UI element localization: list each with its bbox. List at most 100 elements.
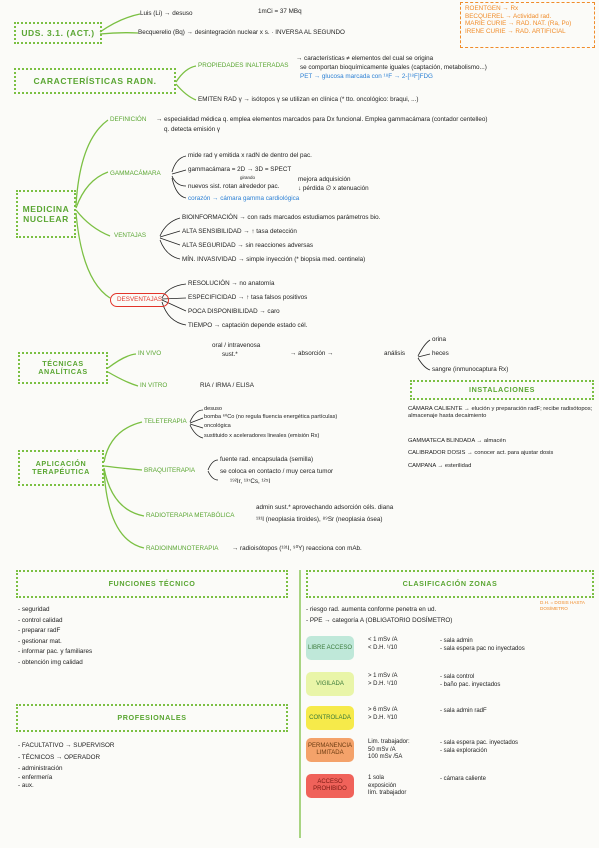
profesional-item: - aux.: [18, 782, 34, 789]
funciones-title: FUNCIONES TÉCNICO: [16, 570, 288, 598]
in-vivo-label: IN VIVO: [138, 350, 162, 357]
analisis-item: heces: [432, 350, 449, 357]
analisis-item: orina: [432, 336, 447, 343]
desventaja-item: ESPECIFICIDAD → ↑ tasa falsos positivos: [188, 294, 308, 301]
zonas-intro: - PPE → categoría A (OBLIGATORIO DOSÍMET…: [306, 617, 453, 624]
conversion-note: 1mCi = 37 MBq: [258, 8, 302, 15]
propiedades-line: → características ≠ elementos del cual s…: [296, 55, 434, 62]
funcion-item: - informar pac. y familiares: [18, 648, 93, 655]
definicion-text: → especialidad médica q. emplea elemento…: [156, 116, 488, 123]
units-history-item: ROENTGEN → Rx: [465, 5, 519, 12]
metabolica-label: RADIOTERAPIA METABÓLICA: [146, 512, 235, 519]
gammacamara-line: corazón → cámara gamma cardiológica: [188, 195, 300, 202]
instalaciones-title: INSTALACIONES: [410, 380, 594, 400]
instalaciones-item: CAMPANA → esterilidad: [408, 463, 472, 469]
propiedades-line: se comportan bioquímicamente iguales (ca…: [300, 64, 487, 71]
becquerel-note: Becquerelio (Bq) → desintegración nuclea…: [138, 29, 345, 36]
metabolica-line: ¹³¹I (neoplasia tiroides), ⁸⁹Sr (neoplas…: [256, 516, 383, 523]
profesionales-list: - FACULTATIVO → SUPERVISOR - TÉCNICOS → …: [18, 742, 114, 791]
caracteristicas-title: CARACTERÍSTICAS RADN.: [14, 68, 176, 94]
braquiterapia-label: BRAQUITERAPIA: [144, 467, 196, 474]
desventaja-item: POCA DISPONIBILIDAD → caro: [188, 308, 280, 315]
absorcion: → absorción →: [290, 350, 334, 357]
zone-limits: Lim. trabajador: 50 mSv /A 100 mSv /5A: [368, 739, 410, 760]
instalaciones-item: CALIBRADOR DOSIS → conocer act. para aju…: [408, 450, 554, 456]
zone-label: CONTROLADA: [306, 706, 354, 730]
gammacamara-line: mejora adquisición: [298, 176, 351, 183]
zone-label: VIGILADA: [306, 672, 354, 696]
vitro-items: RIA / IRMA / ELISA: [200, 382, 254, 389]
zone-description: - sala admin - sala espera pac no inyect…: [440, 638, 525, 652]
teleterapia-label: TELETERAPIA: [144, 418, 187, 425]
aplicacion-title: APLICACIÓN TERAPÉUTICA: [18, 450, 104, 486]
desventajas-label: DESVENTAJAS: [110, 293, 170, 307]
ventajas-label: VENTAJAS: [114, 232, 147, 239]
vivo-route: oral / intravenosa: [212, 342, 261, 349]
funcion-item: - seguridad: [18, 606, 50, 613]
desventaja-item: TIEMPO → captación depende estado cél.: [188, 322, 308, 329]
braqui-line: fuente rad. encapsulada (semilla): [220, 456, 314, 463]
zonas-intro: - riesgo rad. aumenta conforme penetra e…: [306, 606, 437, 613]
funcion-item: - gestionar mat.: [18, 637, 62, 645]
radioinmuno-line: → radioisótopos (¹³¹I, ⁹⁰Y) reacciona co…: [232, 545, 362, 552]
definicion-label: DEFINICIÓN: [110, 116, 147, 123]
units-history-item: BECQUEREL → Actividad rad.: [465, 12, 552, 20]
gammacamara-line: mide rad γ emitida x radN de dentro del …: [188, 152, 312, 159]
zone-description: - cámara caliente: [440, 776, 487, 782]
teleterapia-line: sustituido x aceleradores lineales (emis…: [204, 433, 320, 439]
ventaja-item: BIOINFORMACIÓN → con rads marcados estud…: [182, 214, 381, 221]
metabolica-line: admin sust.* aprovechando adsorción céls…: [256, 504, 394, 511]
zone-limits: > 6 mSv /A > D.H. ³/10: [368, 707, 398, 721]
emiten-note: EMITEN RAD γ → isótopos γ se utilizan en…: [198, 96, 419, 103]
units-title: UDS. 3.1. (ACT.): [14, 22, 102, 44]
gammacamara-line: ↓ pérdida ∅ x atenuación: [298, 185, 369, 192]
gammacamara-sub: girando: [240, 175, 256, 180]
gammacamara-line: nuevos sist. rotan alrededor pac.: [188, 183, 280, 190]
profesional-item: - administración: [18, 765, 63, 772]
profesional-item: - TÉCNICOS → OPERADOR: [18, 753, 101, 761]
funcion-item: - preparar radF: [18, 627, 61, 634]
gammacamara-label: GAMMACÁMARA: [110, 170, 161, 177]
zone-label: PERMANENCIA LIMITADA: [306, 738, 354, 762]
profesional-item: - FACULTATIVO → SUPERVISOR: [18, 742, 115, 749]
zone-limits: 1 sola exposición lím. trabajador: [368, 775, 407, 796]
zone-label: LIBRE ACCESO: [306, 636, 354, 660]
braqui-line: se coloca en contacto / muy cerca tumor: [220, 468, 334, 475]
zone-description: - sala admin radF: [440, 708, 487, 714]
zone-description: - sala control - baño pac. inyectados: [440, 674, 501, 688]
zone-description: - sala espera pac. inyectados - sala exp…: [440, 740, 519, 754]
zone-limits: < 1 mSv /A < D.H. ¹/10: [368, 637, 398, 651]
teleterapia-line: desuso: [204, 406, 223, 412]
gammacamara-line: gammacámara = 2D → 3D = SPECT: [188, 166, 292, 173]
zone-limits: > 1 mSv /A > D.H. ¹/10: [368, 673, 398, 687]
propiedades-label: PROPIEDADES INALTERADAS: [198, 62, 289, 69]
units-history-box: ROENTGEN → Rx BECQUEREL → Actividad rad.…: [460, 2, 595, 48]
ventaja-item: MÍN. INVASIVIDAD → simple inyección (* b…: [182, 256, 366, 263]
analisis-item: sangre (inmunocaptura Rx): [432, 366, 509, 373]
funcion-item: - obtención img calidad: [18, 658, 83, 666]
funciones-list: - seguridad - control calidad - preparar…: [18, 606, 92, 669]
medicina-title: MEDICINA NUCLEAR: [16, 190, 76, 238]
units-history-item: MARIE CURIE → RAD. NAT. (Ra, Po): [465, 20, 572, 27]
tecnicas-title: TÉCNICAS ANALÍTICAS: [18, 352, 108, 384]
luis-note: Luis (Li) → desuso: [140, 10, 193, 17]
dh-note: D.H. = DOSIS HASTA DOSÍMETRO: [540, 600, 585, 611]
instalaciones-item: GAMMATECA BLINDADA → almacén: [408, 438, 506, 444]
profesional-item: - enfermería: [18, 773, 53, 781]
zone-label: ACCESO PROHIBIDO: [306, 774, 354, 798]
in-vitro-label: IN VITRO: [140, 382, 168, 389]
units-history-item: IRENE CURIE → RAD. ARTIFICIAL: [465, 27, 566, 35]
desventaja-item: RESOLUCIÓN → no anatomía: [188, 280, 275, 287]
ventaja-item: ALTA SENSIBILIDAD → ↑ tasa detección: [182, 228, 297, 235]
funcion-item: - control calidad: [18, 616, 63, 624]
teleterapia-line: bomba ⁶⁰Co (no regula fluencia energétic…: [204, 414, 338, 420]
instalaciones-item: CÁMARA CALIENTE → elución y preparación …: [408, 406, 593, 419]
profesionales-title: PROFESIONALES: [16, 704, 288, 732]
pet-note: PET → glucosa marcada con ¹⁸F → 2-[¹⁸F]F…: [300, 73, 433, 80]
vivo-sust: sust.*: [222, 351, 238, 358]
teleterapia-line: oncológica: [204, 423, 231, 429]
definicion-text: q. detecta emisión γ: [164, 126, 221, 133]
braqui-line: ¹⁹²Ir, ¹³⁷Cs, ¹²⁵I: [230, 478, 271, 485]
analisis-label: análisis: [384, 350, 405, 357]
